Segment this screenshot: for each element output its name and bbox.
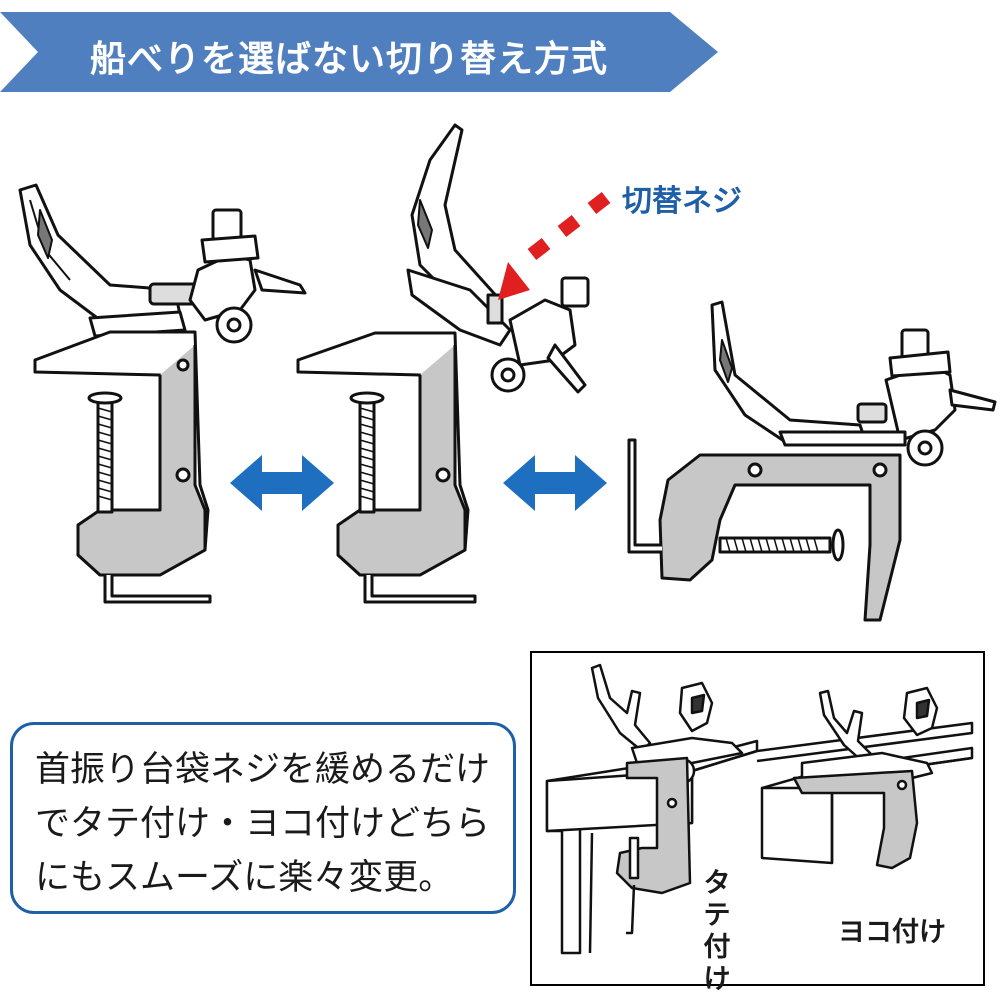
swap-arrow-2	[503, 455, 607, 511]
mounting-examples-drawing	[545, 663, 974, 955]
banner-title: 船べりを選ばない切り替え方式	[90, 39, 609, 80]
title-banner: 船べりを選ばない切り替え方式	[0, 12, 720, 92]
switch-screw-label: 切替ネジ	[622, 184, 742, 219]
clamp-vertical-1	[18, 183, 307, 604]
vertical-mount-label: タテ付け	[703, 868, 731, 995]
clamp-illustration	[18, 123, 997, 622]
mounting-examples-inset	[530, 651, 985, 986]
horizontal-mount-label: ヨコ付け	[838, 917, 946, 948]
swap-arrow-1	[230, 455, 334, 511]
switch-screw-pointer	[498, 191, 611, 300]
clamp-horizontal	[627, 300, 997, 622]
description-text: 首振り台袋ネジを緩めるだけでタテ付け・ヨコ付けどちらにもスムーズに楽々変更。	[35, 750, 491, 898]
banner-arrow-shape	[0, 12, 718, 92]
clamp-switching	[296, 123, 590, 604]
description-callout: 首振り台袋ネジを緩めるだけでタテ付け・ヨコ付けどちらにもスムーズに楽々変更。	[10, 722, 516, 914]
